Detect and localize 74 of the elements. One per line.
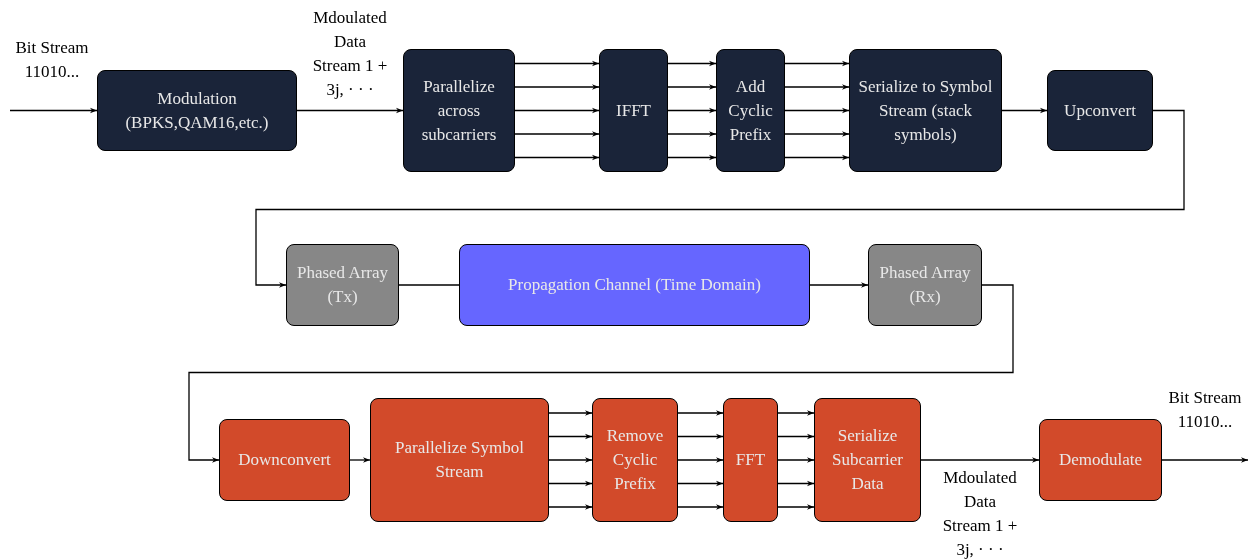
arrow (514, 154, 600, 161)
box-label: Serialize to Symbol Stream (stack symbols) (857, 75, 994, 146)
process-box (723, 398, 778, 522)
arrow (784, 84, 850, 90)
edge-label: Bit Stream 11010... (1167, 387, 1243, 433)
box-label: FFT (735, 449, 766, 471)
box-label: Remove Cyclic Prefix (605, 425, 665, 495)
arrow (677, 480, 724, 487)
connector-line (398, 284, 460, 286)
process-box (1047, 70, 1153, 151)
arrow (777, 433, 815, 440)
arrow (514, 84, 600, 90)
arrow (784, 60, 850, 67)
arrow (920, 457, 1040, 463)
box-label: Demodulate (1058, 449, 1143, 471)
arrow (777, 457, 815, 463)
process-box (1039, 419, 1162, 501)
arrow (777, 410, 815, 416)
arrow (514, 60, 600, 67)
process-box (403, 49, 515, 172)
box-label: Modulation (BPKS,QAM16,etc.) (124, 87, 270, 134)
box-label: Add Cyclic Prefix (727, 75, 774, 146)
box-label: Downconvert (238, 449, 331, 471)
arrow (667, 84, 717, 90)
arrow (548, 433, 593, 440)
arrow (9, 107, 98, 114)
arrow (1001, 107, 1048, 114)
process-box (868, 244, 982, 326)
arrow (677, 433, 724, 440)
arrow (349, 457, 371, 463)
arrow (514, 107, 600, 114)
arrow (548, 457, 593, 463)
arrow (677, 504, 724, 510)
arrow (677, 457, 724, 463)
process-box (370, 398, 549, 522)
box-label: Propagation Channel (Time Domain) (508, 274, 761, 296)
arrow (677, 410, 724, 416)
arrow (667, 60, 717, 67)
box-label: Upconvert (1064, 99, 1136, 122)
arrow (296, 107, 404, 114)
box-label: Serialize Subcarrier Data (831, 425, 904, 495)
edge-label: Mdoulated Data Stream 1 + 3j, · · · (941, 467, 1019, 560)
arrow (777, 480, 815, 487)
box-label: Parallelize Symbol Stream (394, 437, 525, 483)
edge-label: Bit Stream 11010... (14, 37, 90, 83)
box-label: Phased Array (Rx) (878, 262, 972, 308)
arrow (188, 284, 1014, 463)
box-label: IFFT (616, 99, 651, 122)
process-box (814, 398, 921, 522)
arrow (1161, 457, 1249, 463)
arrow (667, 154, 717, 161)
process-box (219, 419, 350, 501)
process-box (286, 244, 399, 326)
edge-label: Mdoulated Data Stream 1 + 3j, · · · (311, 7, 389, 101)
arrow (548, 504, 593, 510)
arrow (255, 109, 1185, 288)
process-box (97, 70, 297, 151)
arrow (548, 480, 593, 487)
arrow (667, 107, 717, 114)
arrow (809, 282, 869, 288)
process-box (599, 49, 668, 172)
arrow (514, 131, 600, 137)
process-box (592, 398, 678, 522)
arrow (784, 154, 850, 161)
process-box (849, 49, 1002, 172)
process-box (459, 244, 810, 326)
box-label: Phased Array (Tx) (295, 262, 390, 308)
arrow (667, 131, 717, 137)
arrow (784, 131, 850, 137)
process-box (716, 49, 785, 172)
arrow (548, 410, 593, 416)
arrow (784, 107, 850, 114)
arrow (777, 504, 815, 510)
box-label: Parallelize across subcarriers (420, 75, 498, 146)
